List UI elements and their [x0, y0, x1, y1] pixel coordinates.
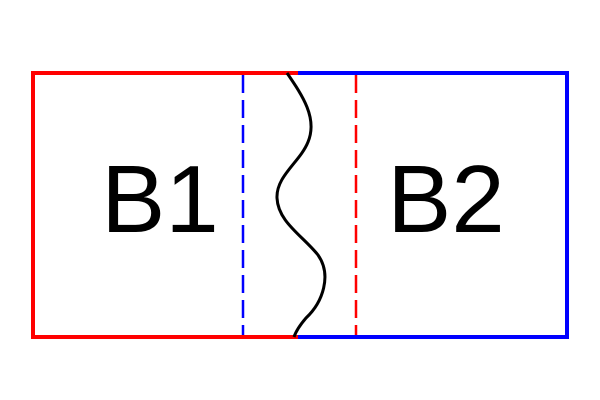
block-b2-label: B2: [387, 146, 504, 253]
block-b2-outline: [298, 71, 569, 339]
block-b1-label: B1: [101, 146, 218, 253]
interface-curve: [275, 72, 327, 338]
block-b1-outline: [31, 71, 298, 339]
